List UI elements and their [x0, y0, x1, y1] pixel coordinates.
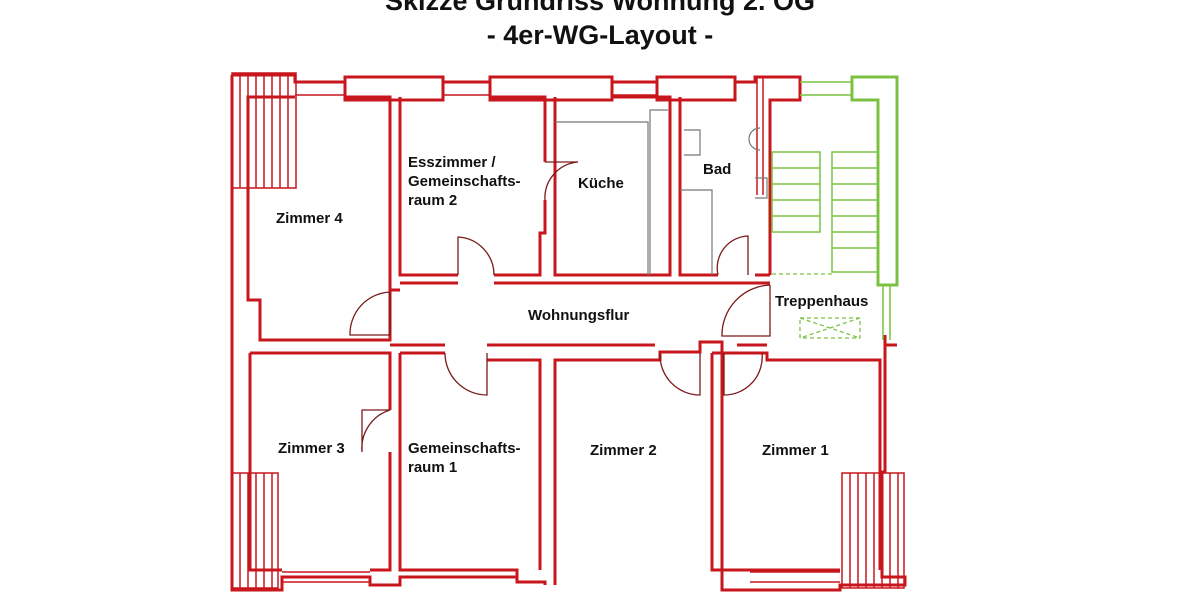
room-label-zimmer2: Zimmer 2 — [590, 442, 657, 459]
stair-steps — [771, 151, 879, 273]
stairwell — [771, 75, 899, 340]
door-zimmer1 — [723, 352, 763, 396]
flur-wall — [388, 281, 770, 347]
door-zimmer2 — [659, 352, 701, 396]
room-label-zimmer3: Zimmer 3 — [278, 440, 345, 457]
door-zimmer4 — [349, 291, 391, 336]
room-label-esszimmer: Esszimmer / Gemeinschafts- raum 2 — [408, 154, 521, 209]
door-treppenhaus — [721, 284, 771, 337]
plan-subtitle: - 4er-WG-Layout - — [486, 20, 714, 50]
bad-wall — [678, 97, 770, 277]
window-hatches — [231, 72, 905, 589]
plan-title: Skizze Grundriss Wohnung 2. OG — [384, 0, 816, 16]
door-gemeinschaftsraum1 — [444, 352, 488, 396]
room-label-gemeinschaftsraum1: Gemeinschafts- raum 1 — [408, 440, 521, 476]
door-kueche — [544, 161, 579, 201]
room-label-flur: Wohnungsflur — [528, 307, 630, 324]
gemeinschaftsraum1-wall — [398, 351, 542, 577]
zimmer1-wall — [710, 351, 882, 572]
kueche-wall — [553, 95, 672, 277]
room-label-zimmer1: Zimmer 1 — [762, 442, 829, 459]
doors — [349, 161, 771, 453]
room-label-treppenhaus: Treppenhaus — [775, 293, 869, 310]
door-esszimmer — [457, 236, 495, 276]
fixtures — [555, 109, 768, 275]
zimmer3-wall — [248, 351, 392, 572]
esszimmer-wall — [398, 95, 547, 277]
door-bad — [716, 235, 749, 276]
walls — [230, 73, 907, 592]
room-label-bad: Bad — [703, 161, 732, 178]
room-label-kueche: Küche — [578, 175, 624, 192]
room-label-zimmer4: Zimmer 4 — [276, 210, 343, 227]
door-zimmer3 — [361, 409, 391, 453]
